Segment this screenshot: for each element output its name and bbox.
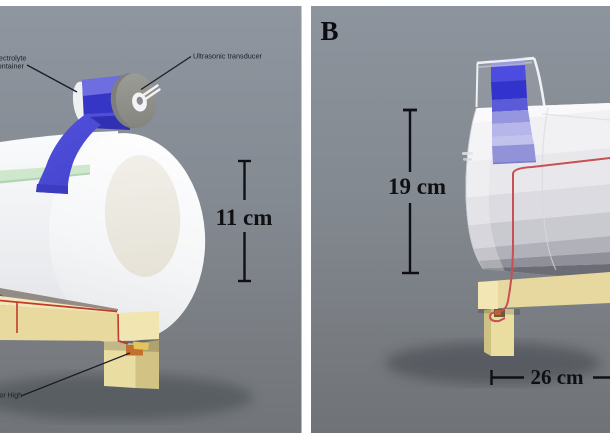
svg-text:26 cm: 26 cm — [530, 365, 584, 389]
svg-text:container: container — [0, 62, 25, 71]
svg-text:Ultrasonic transducer: Ultrasonic transducer — [193, 52, 263, 61]
svg-text:B: B — [321, 16, 339, 46]
svg-text:19 cm: 19 cm — [388, 174, 446, 199]
svg-text:or High: or High — [0, 393, 22, 400]
svg-text:lectrolyte: lectrolyte — [0, 54, 27, 63]
svg-text:11 cm: 11 cm — [216, 205, 273, 230]
